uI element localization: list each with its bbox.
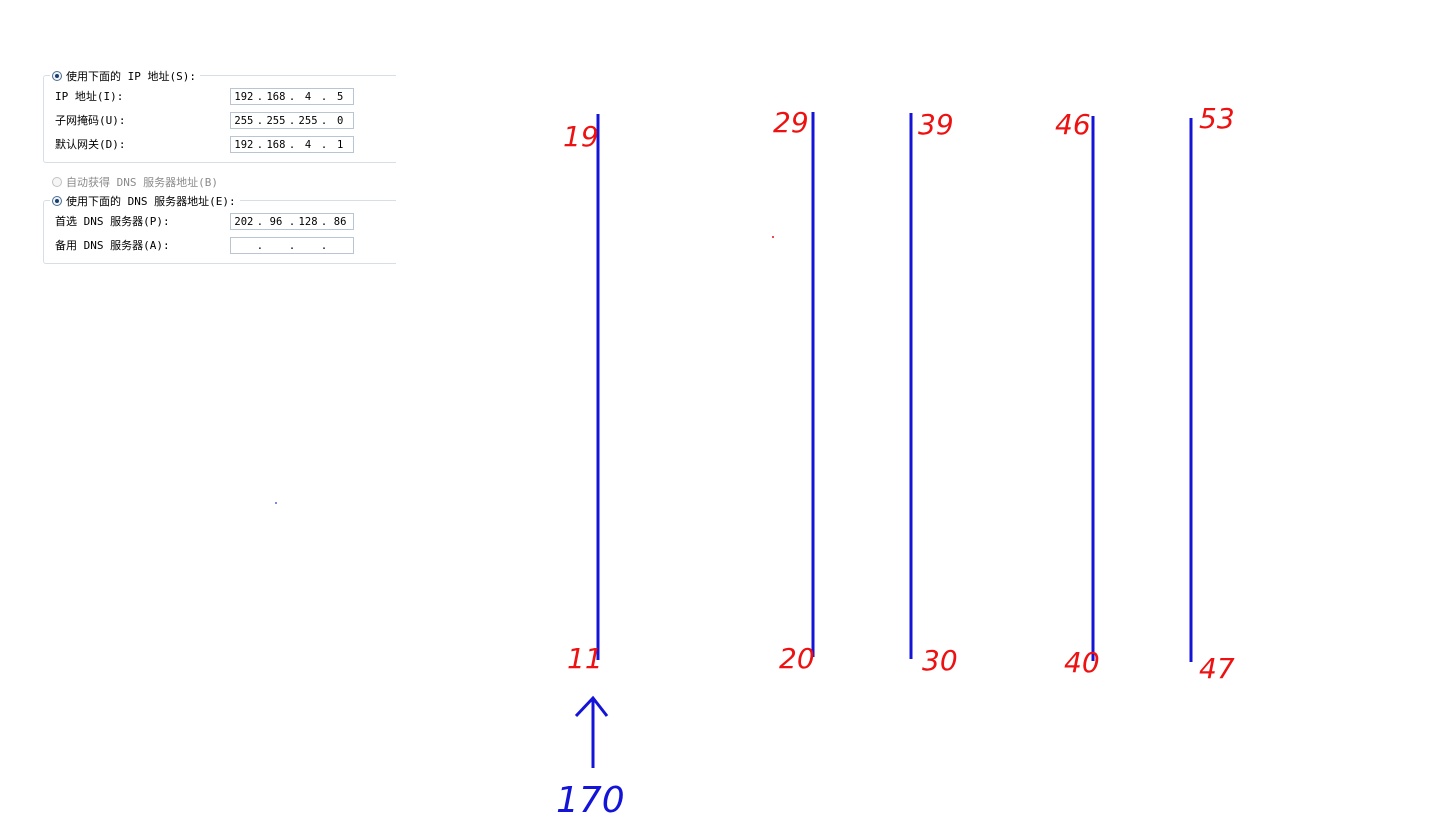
gateway-field[interactable]: 192. 168. 4. 1 [230,136,354,153]
use-following-dns-label: 使用下面的 DNS 服务器地址(E): [66,195,236,208]
subnet-mask-label: 子网掩码(U): [55,114,126,127]
gateway-label: 默认网关(D): [55,138,126,151]
subnet-mask-field[interactable]: 255. 255. 255. 0 [230,112,354,129]
top-label-1: 19 [563,120,599,153]
preferred-dns-label: 首选 DNS 服务器(P): [55,215,170,228]
top-label-3: 39 [918,108,954,141]
gw-octet-2: 168 [266,138,286,151]
ip-octet-4: 5 [336,90,344,103]
arrow-head-icon [574,695,609,718]
bottom-label-2: 20 [779,642,815,675]
preferred-dns-field[interactable]: 202. 96. 128. 86 [230,213,354,230]
radio-checked-icon[interactable] [52,196,62,206]
gw-octet-4: 1 [336,138,344,151]
ip-octet-1: 192 [234,90,254,103]
auto-dns-label: 自动获得 DNS 服务器地址(B) [66,176,218,189]
top-label-4: 46 [1055,108,1091,141]
stray-dot [275,502,277,504]
bottom-label-5: 47 [1199,652,1235,685]
top-label-2: 29 [773,106,809,139]
pdns-octet-4: 86 [333,215,347,228]
bottom-label-4: 40 [1064,646,1100,679]
pdns-octet-2: 96 [269,215,283,228]
tcpip-properties-panel: 使用下面的 IP 地址(S): IP 地址(I): 192. 168. 4. 5… [0,0,400,280]
mask-octet-4: 0 [336,114,344,127]
stray-dot [772,236,774,238]
ip-octet-3: 4 [304,90,312,103]
bottom-label-1: 11 [567,642,603,675]
radio-unchecked-icon[interactable] [52,177,62,187]
alternate-dns-label: 备用 DNS 服务器(A): [55,239,170,252]
auto-dns-option[interactable]: 自动获得 DNS 服务器地址(B) [50,175,222,189]
ip-address-group [43,75,396,163]
top-label-5: 53 [1199,102,1235,135]
mask-octet-3: 255 [298,114,318,127]
use-following-dns-option[interactable]: 使用下面的 DNS 服务器地址(E): [50,194,240,208]
radio-checked-icon[interactable] [52,71,62,81]
pdns-octet-3: 128 [298,215,318,228]
ip-address-label: IP 地址(I): [55,90,124,103]
use-following-ip-option[interactable]: 使用下面的 IP 地址(S): [50,69,200,83]
mask-octet-1: 255 [234,114,254,127]
gw-octet-1: 192 [234,138,254,151]
alternate-dns-field[interactable]: . . . [230,237,354,254]
mask-octet-2: 255 [266,114,286,127]
gw-octet-3: 4 [304,138,312,151]
arrow-label: 170 [556,780,625,818]
ip-address-field[interactable]: 192. 168. 4. 5 [230,88,354,105]
ip-octet-2: 168 [266,90,286,103]
bottom-label-3: 30 [922,644,958,677]
pdns-octet-1: 202 [234,215,254,228]
use-following-ip-label: 使用下面的 IP 地址(S): [66,70,196,83]
